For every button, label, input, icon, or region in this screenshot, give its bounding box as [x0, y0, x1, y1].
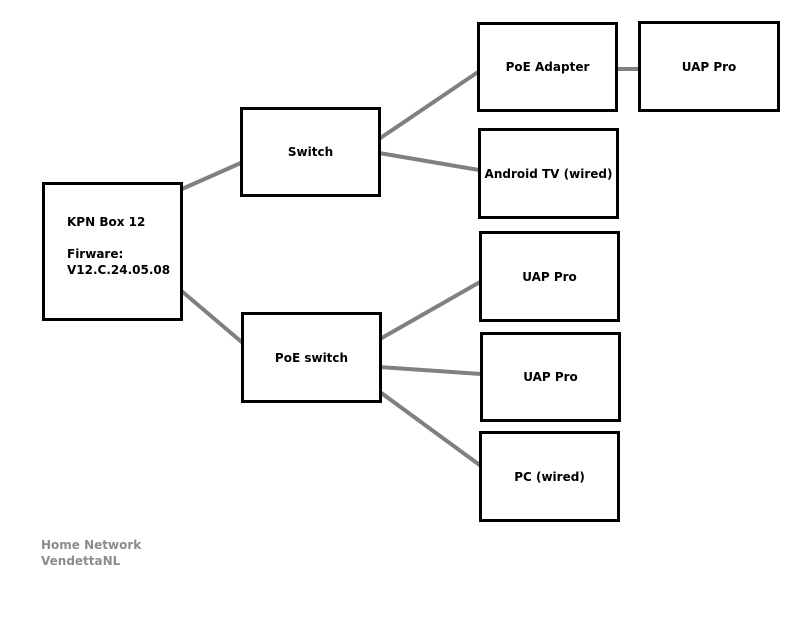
link-poe-switch-uap-pro-1: [379, 280, 481, 341]
uap-pro-2-label: UAP Pro: [523, 370, 578, 384]
switch-node: Switch: [240, 107, 381, 197]
link-poe-switch-uap-pro-2: [379, 365, 482, 376]
kpn-box-name: KPN Box 12: [67, 215, 146, 229]
pc-node: PC (wired): [479, 431, 620, 522]
firmware-label: Firware:: [67, 247, 124, 261]
poe-adapter-label: PoE Adapter: [505, 60, 590, 74]
uap-pro-2-node: UAP Pro: [480, 332, 621, 422]
firmware-version: V12.C.24.05.08: [67, 263, 171, 277]
android-tv-node: Android TV (wired): [478, 128, 619, 219]
android-tv-label: Android TV (wired): [484, 166, 613, 181]
poe-adapter-node: PoE Adapter: [477, 22, 618, 112]
caption-author: VendettaNL: [41, 554, 121, 568]
link-kpn-poe-switch: [176, 286, 246, 346]
pc-label: PC (wired): [514, 469, 585, 484]
caption-title: Home Network: [41, 538, 142, 552]
uap-pro-1-node: UAP Pro: [479, 231, 620, 322]
diagram-caption: Home Network VendettaNL: [41, 537, 141, 569]
poe-switch-node: PoE switch: [241, 312, 382, 403]
switch-label: Switch: [287, 145, 334, 159]
uap-pro-top-node: UAP Pro: [638, 21, 780, 112]
link-switch-poe-adapter: [377, 70, 480, 141]
link-switch-android-tv: [378, 151, 480, 172]
kpn-box-node: KPN Box 12 Firware: V12.C.24.05.08: [42, 182, 183, 321]
link-poe-switch-pc: [378, 390, 483, 468]
uap-pro-top-label: UAP Pro: [681, 59, 737, 74]
link-kpn-switch: [181, 160, 244, 191]
poe-switch-label: PoE switch: [274, 350, 349, 365]
uap-pro-1-label: UAP Pro: [522, 269, 577, 284]
